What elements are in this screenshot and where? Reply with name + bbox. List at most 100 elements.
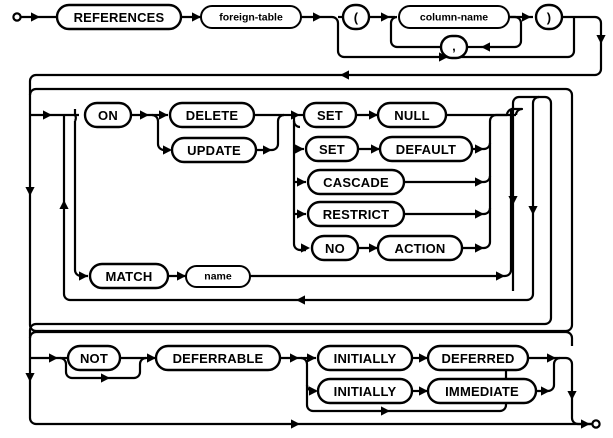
arrow-to-update: [163, 145, 172, 155]
node-references-label: REFERENCES: [74, 10, 165, 25]
arrow-action-column-down: [508, 196, 518, 205]
arrow-row2-entry: [43, 110, 52, 120]
rail-paren-bypass-join: [448, 36, 576, 59]
node-immediate-label: IMMEDIATE: [445, 384, 519, 399]
arrow-default-out: [475, 144, 484, 154]
node-restrict-label: RESTRICT: [323, 207, 390, 222]
node-comma-label: ,: [452, 39, 456, 54]
arrow-match-to-name: [177, 271, 186, 281]
rail-on-branch-exit: [490, 95, 520, 117]
node-on-label: ON: [98, 108, 118, 123]
start-circle: [12, 12, 22, 22]
arrow-action-out: [475, 243, 484, 253]
arrow-to-initially-deferred: [307, 353, 316, 363]
arrow-action-entry: [291, 110, 300, 120]
rail-paren-group-bypass: [327, 15, 448, 59]
node-match-label: MATCH: [106, 269, 153, 284]
arrow-initially-to-deferred: [419, 353, 428, 363]
rail-noop-b: [73, 114, 77, 122]
arrow-initially-to-immediate: [419, 386, 428, 396]
rail-repeat-col-up: [531, 95, 540, 190]
node-initially-deferred-initially-label: INITIALLY: [334, 351, 397, 366]
rail-on-group-exit-right: [36, 95, 553, 326]
node-null-label: NULL: [394, 108, 429, 123]
node-action-label: ACTION: [394, 241, 445, 256]
node-foreign-table-label: foreign-table: [219, 12, 283, 24]
node-not-label: NOT: [80, 351, 108, 366]
arrow-after-foreign-table: [313, 12, 322, 22]
arrow-to-initially-immediate: [309, 386, 318, 396]
rail-to-update: [151, 113, 170, 152]
arrow-to-column-list: [381, 12, 390, 22]
node-column-name-label: column-name: [420, 12, 488, 24]
rail-row3-outer-right: [565, 330, 574, 346]
arrow-end: [581, 419, 590, 429]
rail-to-match-branch: [73, 121, 88, 278]
rail-row2-split: [73, 109, 79, 117]
rail-row2-to-row3-left: [28, 322, 37, 338]
arrow-set-to-default: [371, 144, 380, 154]
node-delete-label: DELETE: [186, 108, 239, 123]
rail-initially-bypass: [305, 385, 500, 413]
arrow-row2-skip-down: [25, 187, 35, 196]
rail-row3-skip: [28, 338, 560, 426]
rail-rparen-out: [562, 15, 603, 40]
node-lparen-label: (: [354, 10, 359, 25]
rail-initially-bypass-join: [499, 364, 508, 413]
arrow-restrict-out: [475, 209, 484, 219]
node-cascade-label: CASCADE: [323, 175, 389, 190]
arrow-after-deferrable: [290, 353, 299, 363]
rail-row2-outer-right: [565, 95, 574, 333]
arrow-repeat-column-down: [528, 206, 538, 215]
node-deferred-label: DEFERRED: [441, 351, 514, 366]
rail-action-split-column: [292, 115, 306, 252]
arrow-not-bypass: [101, 373, 110, 383]
rail-final-merge-column: [560, 356, 574, 418]
arrow-row2-repeat-up: [59, 200, 69, 209]
node-name-label: name: [204, 271, 232, 283]
arrow-to-cascade: [297, 177, 306, 187]
node-update-label: UPDATE: [187, 143, 241, 158]
rail-row2-outer-top: [28, 87, 574, 96]
arrow-comma-loop: [481, 42, 490, 52]
arrow-set-to-null: [369, 110, 378, 120]
rail-action-out: [462, 241, 492, 250]
arrow-to-no: [301, 243, 310, 253]
node-rparen-label: ): [547, 10, 552, 25]
rail-row1-to-row2-wrap: [36, 40, 603, 77]
arrow-update-join: [263, 145, 272, 155]
node-set-default-set-label: SET: [319, 142, 345, 157]
arrow-to-delete: [159, 110, 168, 120]
rail-row2-left-entry: [28, 73, 37, 115]
rail-immediate-join: [536, 356, 561, 393]
node-no-label: NO: [325, 241, 345, 256]
arrow-no-to-action: [369, 243, 378, 253]
arrow-to-match: [79, 271, 88, 281]
arrow-row3-entry: [49, 353, 58, 363]
arrow-to-set-default: [295, 144, 304, 154]
arrow-start: [31, 12, 40, 22]
node-initially-immediate-initially-label: INITIALLY: [334, 384, 397, 399]
arrow-match-out: [496, 271, 505, 281]
node-default-label: DEFAULT: [396, 142, 456, 157]
arrow-wrap-row1: [340, 70, 349, 80]
arrow-final-down: [567, 391, 577, 400]
arrow-to-restrict: [297, 209, 306, 219]
rail-row3-top: [28, 330, 566, 339]
arrow-after-on: [140, 110, 149, 120]
rail-noop-c: [292, 120, 301, 129]
arrow-immediate-join: [541, 386, 550, 396]
arrow-to-foreign-table: [192, 12, 201, 22]
arrow-cascade-out: [475, 177, 484, 187]
node-deferrable-label: DEFERRABLE: [173, 351, 264, 366]
arrow-initially-bypass: [381, 406, 390, 416]
end-circle: [591, 419, 601, 429]
rail-noop-d: [511, 107, 524, 116]
rail-update-join: [256, 113, 285, 152]
rail-match-out: [250, 109, 513, 278]
rail-row2-repeat-from-right: [296, 190, 535, 302]
arrow-to-rparen: [522, 12, 531, 22]
arrow-row3-skip-right: [291, 419, 300, 429]
